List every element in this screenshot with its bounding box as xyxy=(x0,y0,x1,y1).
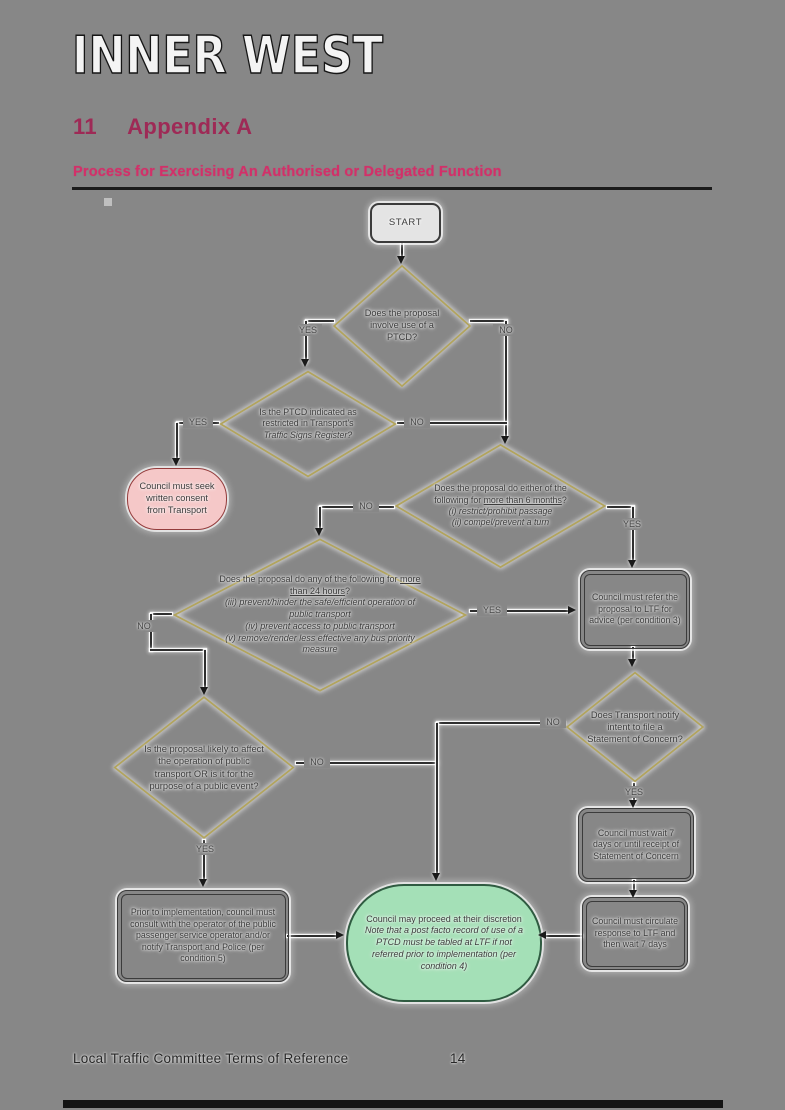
label-yes-d4: YES xyxy=(477,604,507,616)
footer-title: Local Traffic Committee Terms of Referen… xyxy=(73,1051,349,1066)
label-no-d4: NO xyxy=(130,620,158,632)
edge-circulate-proceed xyxy=(546,935,582,937)
edge-wait-circulate xyxy=(633,880,635,892)
arrowhead-consult xyxy=(199,879,207,887)
edge-d2-yes-v xyxy=(176,423,178,460)
decision-six-months-text: Does the proposal do either of the follo… xyxy=(434,483,567,528)
arrowhead-refer-left xyxy=(568,606,576,614)
edge-d3-yes-h xyxy=(607,506,634,508)
edge-d1-no-h xyxy=(470,320,507,322)
section-title: Appendix A xyxy=(127,114,253,139)
section-heading: 11 Appendix A xyxy=(73,114,252,140)
decision-ptcd-use-text: Does the proposal involve use of a PTCD? xyxy=(364,308,440,342)
label-yes-d3: YES xyxy=(616,518,648,530)
label-no-d2: NO xyxy=(404,416,430,428)
written-consent-text: Council must seek written consent from T… xyxy=(139,481,215,515)
decision-statement-of-concern: Does Transport notify intent to file a S… xyxy=(565,671,705,783)
label-no-d3: NO xyxy=(353,500,379,512)
edge-d5-yes-v xyxy=(203,840,205,881)
scan-artifact-square xyxy=(104,198,112,206)
terminal-proceed: Council may proceed at their discretion … xyxy=(346,884,542,1002)
label-no-d5: NO xyxy=(304,756,330,768)
footer-rule xyxy=(63,1100,723,1108)
edge-d4-yes-h xyxy=(470,610,570,612)
consult-operator-text: Prior to implementation, council must co… xyxy=(130,907,276,964)
decision-ptcd-restricted: Is the PTCD indicated as restricted in T… xyxy=(218,370,398,478)
process-circulate-response: Council must circulate response to LTF a… xyxy=(582,897,688,970)
edge-d3-yes-v xyxy=(632,507,634,562)
decision-statement-text: Does Transport notify intent to file a S… xyxy=(587,709,683,745)
arrowhead-d6 xyxy=(628,659,636,667)
arrowhead-proceed-left xyxy=(336,931,344,939)
decision-ptcd-restricted-text: Is the PTCD indicated as restricted in T… xyxy=(259,406,357,440)
wait-7-days-text: Council must wait 7 days or until receip… xyxy=(592,827,680,861)
edge-refer-d6 xyxy=(632,647,634,661)
edge-d1-no-v xyxy=(505,321,507,438)
decision-six-months: Does the proposal do either of the follo… xyxy=(393,443,608,569)
arrowhead-consent xyxy=(172,458,180,466)
process-wait-7-days: Council must wait 7 days or until receip… xyxy=(578,808,694,882)
section-number: 11 xyxy=(73,114,98,139)
edge-merge-proceed xyxy=(436,723,438,875)
edge-d4-no-h1 xyxy=(151,613,172,615)
label-yes-d1: YES xyxy=(294,324,322,336)
edge-d5-no-h xyxy=(296,762,437,764)
arrowhead-d2 xyxy=(301,359,309,367)
arrowhead-d3 xyxy=(501,436,509,444)
arrowhead-wait xyxy=(629,800,637,808)
start-label: START xyxy=(388,216,423,228)
arrowhead-d1 xyxy=(397,256,405,264)
process-refer-ltf: Council must refer the proposal to LTF f… xyxy=(580,570,690,649)
process-consult-operator: Prior to implementation, council must co… xyxy=(117,890,289,982)
label-yes-d2: YES xyxy=(183,416,213,428)
circulate-response-text: Council must circulate response to LTF a… xyxy=(591,916,679,950)
six-months-item-2: (ii) compel/prevent a turn xyxy=(451,517,550,528)
edge-d1-yes-h xyxy=(306,320,334,322)
24-hours-item-2: (iv) prevent access to public transport xyxy=(245,620,395,631)
decision-24-hours-text: Does the proposal do any of the followin… xyxy=(170,537,470,693)
edge-start-d1 xyxy=(401,239,403,257)
edge-d4-no-h2 xyxy=(150,649,206,651)
edge-d3-no-v xyxy=(319,507,321,530)
terminal-written-consent: Council must seek written consent from T… xyxy=(127,468,227,530)
six-months-item-1: (i) restrict/prohibit passage xyxy=(448,506,553,516)
edge-d2-no-h xyxy=(397,422,507,424)
page-subtitle: Process for Exercising An Authorised or … xyxy=(73,164,502,180)
arrowhead-d5 xyxy=(200,687,208,695)
proceed-text-block: Council may proceed at their discretion … xyxy=(348,886,540,1000)
arrowhead-proceed-right xyxy=(538,931,546,939)
proceed-note: Note that a post facto record of use of … xyxy=(364,925,524,971)
decision-ptcd-use: Does the proposal involve use of a PTCD? xyxy=(332,264,472,388)
start-node: START xyxy=(370,203,441,243)
footer-page-number: 14 xyxy=(450,1051,466,1066)
decision-affect-transport: Is the proposal likely to affect the ope… xyxy=(112,695,296,840)
arrowhead-circulate xyxy=(629,890,637,898)
edge-d4-no-v2 xyxy=(204,650,206,689)
label-yes-d6: YES xyxy=(617,786,651,798)
proceed-text: Council may proceed at their discretion xyxy=(366,913,522,924)
label-yes-d5: YES xyxy=(189,843,221,855)
24-hours-item-3: (v) remove/render less effective any bus… xyxy=(225,632,415,655)
label-no-d6: NO xyxy=(540,716,566,728)
arrowhead-d4 xyxy=(315,528,323,536)
edge-d6-no-h xyxy=(437,722,565,724)
label-no-d1: NO xyxy=(493,324,519,336)
decision-affect-transport-text: Is the proposal likely to affect the ope… xyxy=(144,744,264,791)
decision-24-hours: Does the proposal do any of the followin… xyxy=(170,537,470,693)
refer-ltf-text: Council must refer the proposal to LTF f… xyxy=(589,592,681,626)
24-hours-item-1: (iii) prevent/hinder the safe/efficient … xyxy=(224,597,416,620)
edge-consult-proceed xyxy=(287,935,338,937)
header-rule xyxy=(72,187,712,190)
edge-d4-no-v1 xyxy=(150,614,152,651)
edge-d1-yes-v xyxy=(305,321,307,361)
inner-west-logo: INNER WEST xyxy=(71,25,383,87)
arrowhead-proceed-top xyxy=(432,873,440,881)
arrowhead-refer-top xyxy=(628,560,636,568)
